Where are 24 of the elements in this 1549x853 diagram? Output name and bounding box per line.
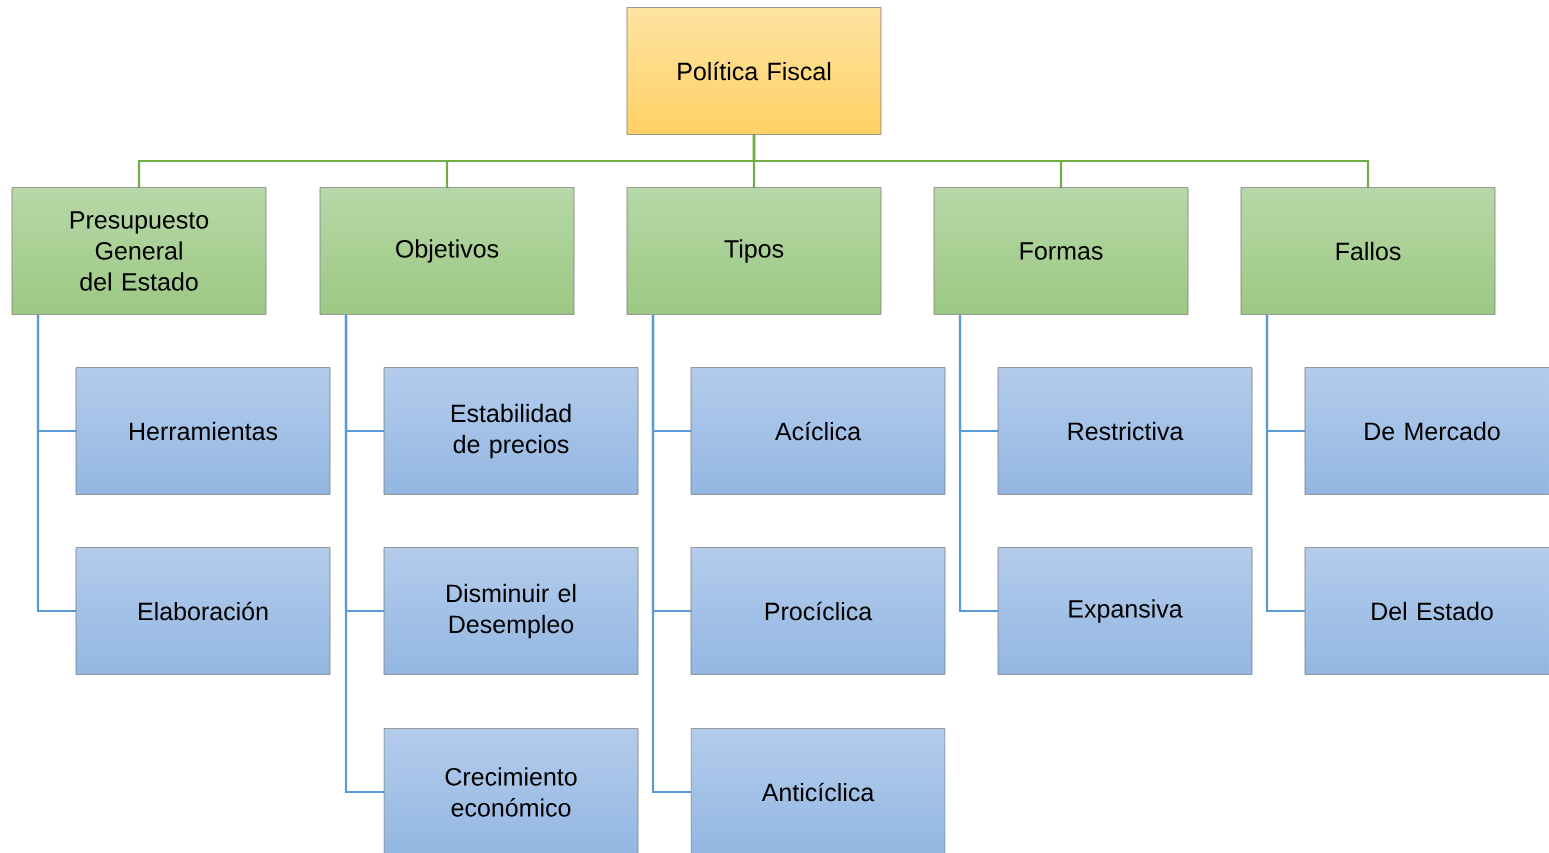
item-box: Anticíclica xyxy=(690,728,946,853)
category-box: Presupuesto General del Estado xyxy=(11,187,267,315)
category-box: Objetivos xyxy=(319,187,575,315)
connector-line xyxy=(344,315,384,794)
item-box: Expansiva xyxy=(997,547,1253,675)
item-box: Acíclica xyxy=(690,367,946,495)
category-box: Fallos xyxy=(1240,187,1496,315)
item-box: Herramientas xyxy=(75,367,331,495)
connector-line xyxy=(752,134,1370,188)
connector-line xyxy=(36,315,76,613)
item-box: Estabilidad de precios xyxy=(383,367,639,495)
connector-line xyxy=(1265,315,1305,613)
connector-line xyxy=(958,315,998,613)
item-box: Disminuir el Desempleo xyxy=(383,547,639,675)
title-box: Política Fiscal xyxy=(626,7,882,135)
item-box: Restrictiva xyxy=(997,367,1253,495)
item-box: Elaboración xyxy=(75,547,331,675)
connector-line xyxy=(651,315,691,794)
category-box: Formas xyxy=(933,187,1189,315)
item-box: Crecimiento económico xyxy=(383,728,639,853)
category-box: Tipos xyxy=(626,187,882,315)
item-box: Del Estado xyxy=(1304,547,1549,675)
item-box: Procíclica xyxy=(690,547,946,675)
item-box: De Mercado xyxy=(1304,367,1549,495)
